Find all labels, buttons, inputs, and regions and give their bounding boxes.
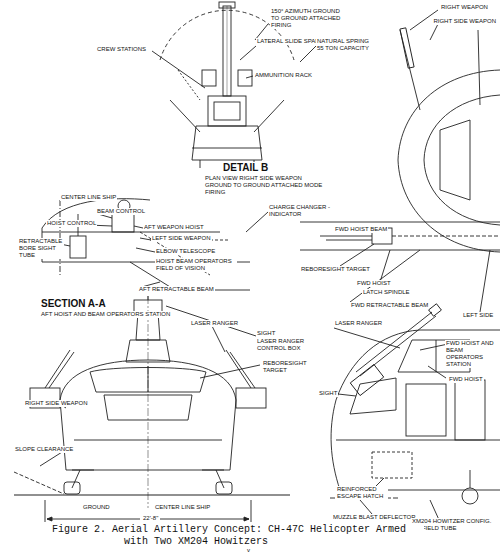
view-heading: SECTION A-A — [40, 298, 107, 309]
callout-label: CHARGE CHANGER - INDICATOR — [268, 204, 336, 218]
callout-label: REBORESIGHT TARGET — [262, 360, 314, 374]
callout-label: 22'-8" — [142, 515, 159, 522]
callout-label: HOIST CONTROL — [46, 220, 97, 227]
callout-label: BEAM CONTROL — [96, 208, 146, 215]
callout-label: CENTER LINE SHIP — [154, 504, 211, 511]
callout-label: LATERAL SLIDE SPAN — [256, 38, 321, 45]
callout-label: LASER RANGER — [190, 320, 239, 327]
nose-plan-view — [398, 10, 500, 252]
callout-label: v — [246, 547, 251, 554]
section-a-a — [42, 199, 268, 290]
callout-label: RIGHT WEAPON — [440, 4, 489, 11]
side-view-nose — [330, 304, 500, 522]
callout-label: SLOPE CLEARANCE — [14, 446, 74, 453]
callout-label: CREW STATIONS — [96, 46, 147, 53]
callout-label: HOIST BEAM OPERATORS FIELD OF VISION — [155, 258, 237, 272]
callout-label: GROUND — [82, 504, 111, 511]
callout-label: AMMUNITION RACK — [254, 72, 313, 79]
callout-label: REBORESIGHT TARGET — [300, 266, 371, 273]
callout-label: LATCH SPINDLE — [362, 289, 411, 296]
callout-label: LASER RANGER CONTROL BOX — [256, 338, 318, 352]
hoist-beam-plan — [300, 222, 500, 312]
callout-label: SIGHT — [318, 390, 338, 397]
callout-label: FWD HOIST AND BEAM OPERATORS STATION — [445, 340, 497, 368]
callout-label: RETRACTABLE BORE SIGHT TUBE — [18, 238, 64, 259]
view-heading: DETAIL B — [222, 162, 269, 173]
callout-label: PLAN VIEW RIGHT SIDE WEAPON GROUND TO GR… — [204, 175, 326, 196]
callout-label: SIGHT — [256, 330, 276, 337]
callout-label: ELBOW TELESCOPE — [155, 248, 216, 255]
callout-label: 150° AZIMUTH GROUND TO GROUND ATTACHED F… — [270, 8, 342, 29]
callout-label: FWD HOIST BEAM — [334, 226, 388, 233]
callout-label: CENTER LINE SHIP — [60, 194, 117, 201]
callout-label: RIGHT SIDE WEAPON — [24, 400, 89, 407]
callout-label: LASER RANGER — [334, 320, 383, 327]
callout-label: REINFORCED ESCAPE HATCH — [336, 486, 388, 500]
callout-label: LEFT SIDE — [462, 312, 494, 319]
callout-label: LEFT SIDE WEAPON — [151, 235, 212, 242]
callout-label: AFT RETRACTABLE BEAM — [138, 286, 215, 293]
callout-label: NATURAL SPRING 55 TON CAPACITY — [316, 38, 378, 52]
callout-label: FWD HOIST — [448, 376, 484, 383]
callout-label: FWD RETRACTABLE BEAM — [350, 302, 429, 309]
callout-label: RIGHT SIDE WEAPON — [432, 18, 497, 25]
callout-label: FWD HOIST — [356, 280, 392, 287]
front-view-helicopter — [14, 296, 290, 522]
callout-label: MUZZLE BLAST DEFLECTOR — [332, 514, 416, 521]
callout-label: AFT WEAPON HOIST — [143, 224, 205, 231]
callout-label: AFT HOIST AND BEAM OPERATORS STATION — [40, 311, 171, 318]
figure-caption: Figure 2. Aerial Artillery Concept: CH-4… — [52, 524, 424, 548]
